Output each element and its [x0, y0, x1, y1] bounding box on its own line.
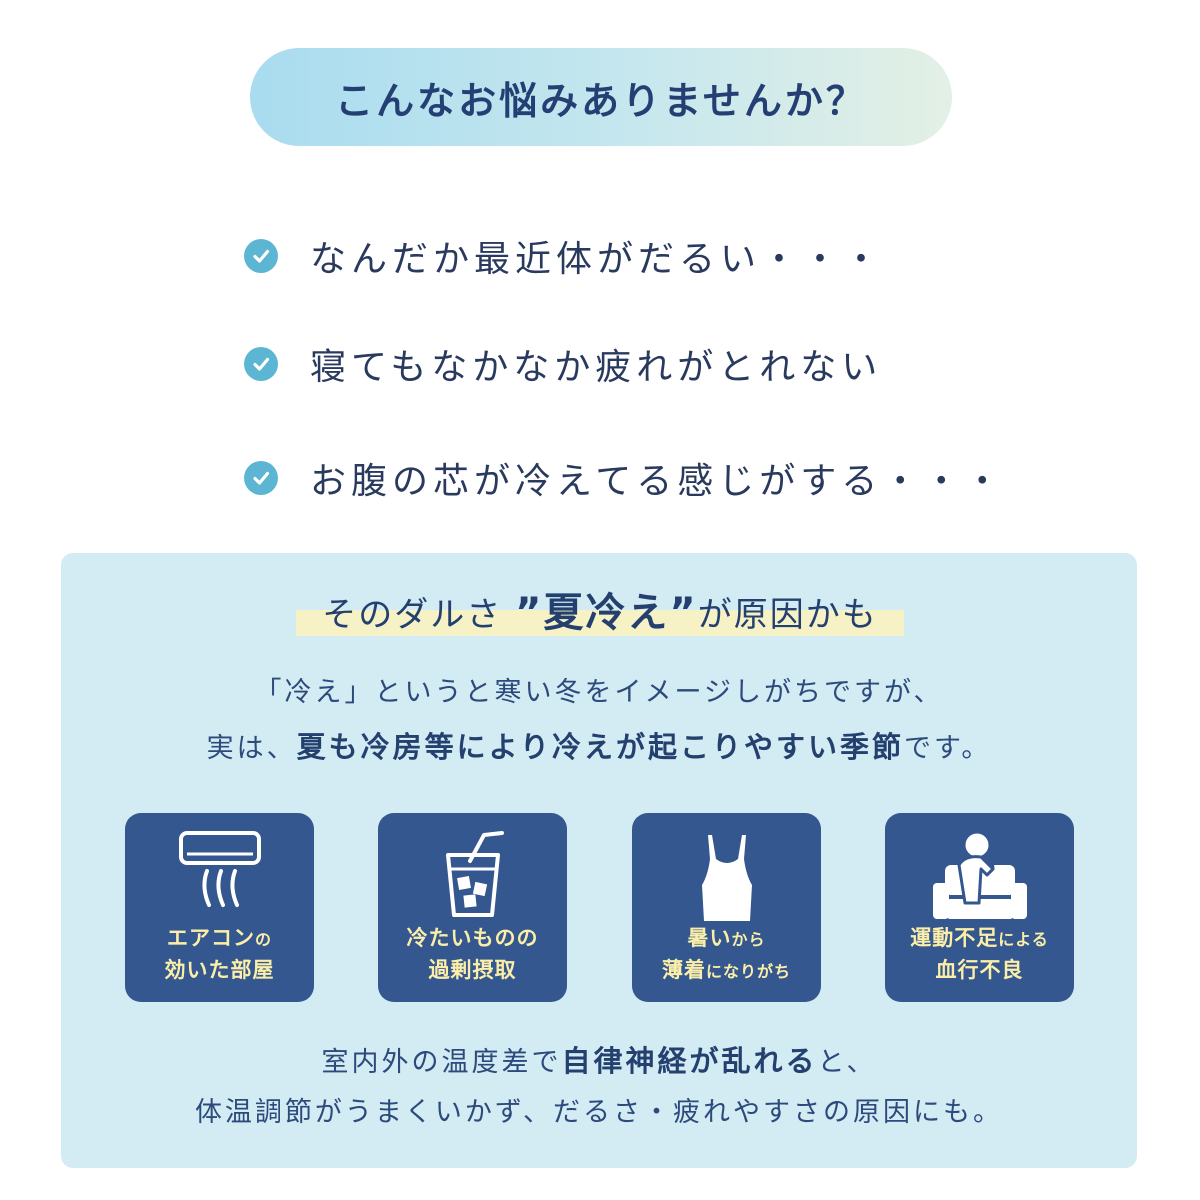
- headline-suffix: が原因かも: [697, 595, 878, 635]
- concern-item: 寝てもなかなか疲れがとれない: [244, 338, 882, 390]
- concern-text: 寝てもなかなか疲れがとれない: [310, 347, 883, 388]
- cause-card-lack-of-exercise: 運動不足による 血行不良: [885, 813, 1074, 1002]
- caption-small: による: [998, 930, 1049, 949]
- cause-caption: エアコンの 効いた部屋: [125, 923, 314, 987]
- cause-caption: 運動不足による 血行不良: [885, 923, 1074, 987]
- headline-emphasis: 夏冷え: [543, 590, 670, 636]
- concern-text: お腹の芯が冷えてる感じがする・・・: [310, 461, 1006, 502]
- caption-small: になりがち: [705, 962, 791, 981]
- caption-main: エアコン: [166, 926, 255, 950]
- intro-emphasis: 夏も冷房等により冷えが起こりやすい季節: [296, 730, 905, 764]
- cause-caption: 暑いから 薄着になりがち: [632, 923, 821, 987]
- caption-small: の: [254, 930, 272, 949]
- air-conditioner-icon: [179, 831, 261, 907]
- caption-main: 過剰摂取: [428, 958, 517, 982]
- outro-line-1: 室内外の温度差で自律神経が乱れると、: [61, 1038, 1137, 1080]
- headline-prefix: そのダルさ: [322, 595, 503, 635]
- iced-drink-icon: [446, 831, 504, 917]
- concern-text: なんだか最近体がだるい・・・: [310, 239, 885, 280]
- headline-text: そのダルさ ”夏冷え”が原因かも: [296, 580, 904, 638]
- caption-small: から: [731, 930, 766, 949]
- cause-card-light-clothing: 暑いから 薄着になりがち: [632, 813, 821, 1002]
- cause-caption: 冷たいものの 過剰摂取: [378, 923, 567, 987]
- page-title: こんなお悩みありませんか？: [335, 78, 867, 123]
- headline-highlight: [296, 610, 904, 636]
- cause-card-cold-drink: 冷たいものの 過剰摂取: [378, 813, 567, 1002]
- intro-suffix: です。: [904, 733, 992, 764]
- intro-line-2: 実は、夏も冷房等により冷えが起こりやすい季節です。: [61, 724, 1137, 766]
- check-icon: [244, 239, 278, 273]
- outro-line-2: 体温調節がうまくいかず、だるさ・疲れやすさの原因にも。: [194, 1097, 1004, 1128]
- intro-prefix: 実は、: [206, 733, 297, 764]
- caption-main: 暑い: [687, 926, 732, 950]
- title-pill: こんなお悩みありませんか？: [250, 48, 952, 146]
- outro-suffix: と、: [817, 1047, 877, 1078]
- check-icon: [244, 461, 278, 495]
- headline: そのダルさ ”夏冷え”が原因かも: [296, 580, 904, 636]
- intro-line-1: 「冷え」というと寒い冬をイメージしがちですが、: [254, 677, 944, 708]
- camisole-icon: [702, 835, 752, 921]
- caption-main: 冷たいものの: [406, 926, 539, 950]
- caption-main: 薄着: [661, 958, 706, 982]
- person-on-sofa-icon: [933, 830, 1027, 919]
- concern-item: なんだか最近体がだるい・・・: [244, 230, 884, 282]
- outro-prefix: 室内外の温度差で: [321, 1047, 562, 1078]
- headline-close-quote: ”: [669, 590, 698, 636]
- check-icon: [244, 347, 278, 381]
- concern-item: お腹の芯が冷えてる感じがする・・・: [244, 452, 1005, 504]
- cause-card-aircon: エアコンの 効いた部屋: [125, 813, 314, 1002]
- caption-main: 効いた部屋: [164, 958, 275, 982]
- outro-emphasis: 自律神経が乱れる: [561, 1044, 818, 1078]
- headline-open-quote: ”: [515, 590, 544, 636]
- caption-main: 血行不良: [935, 958, 1024, 982]
- caption-main: 運動不足: [910, 926, 999, 950]
